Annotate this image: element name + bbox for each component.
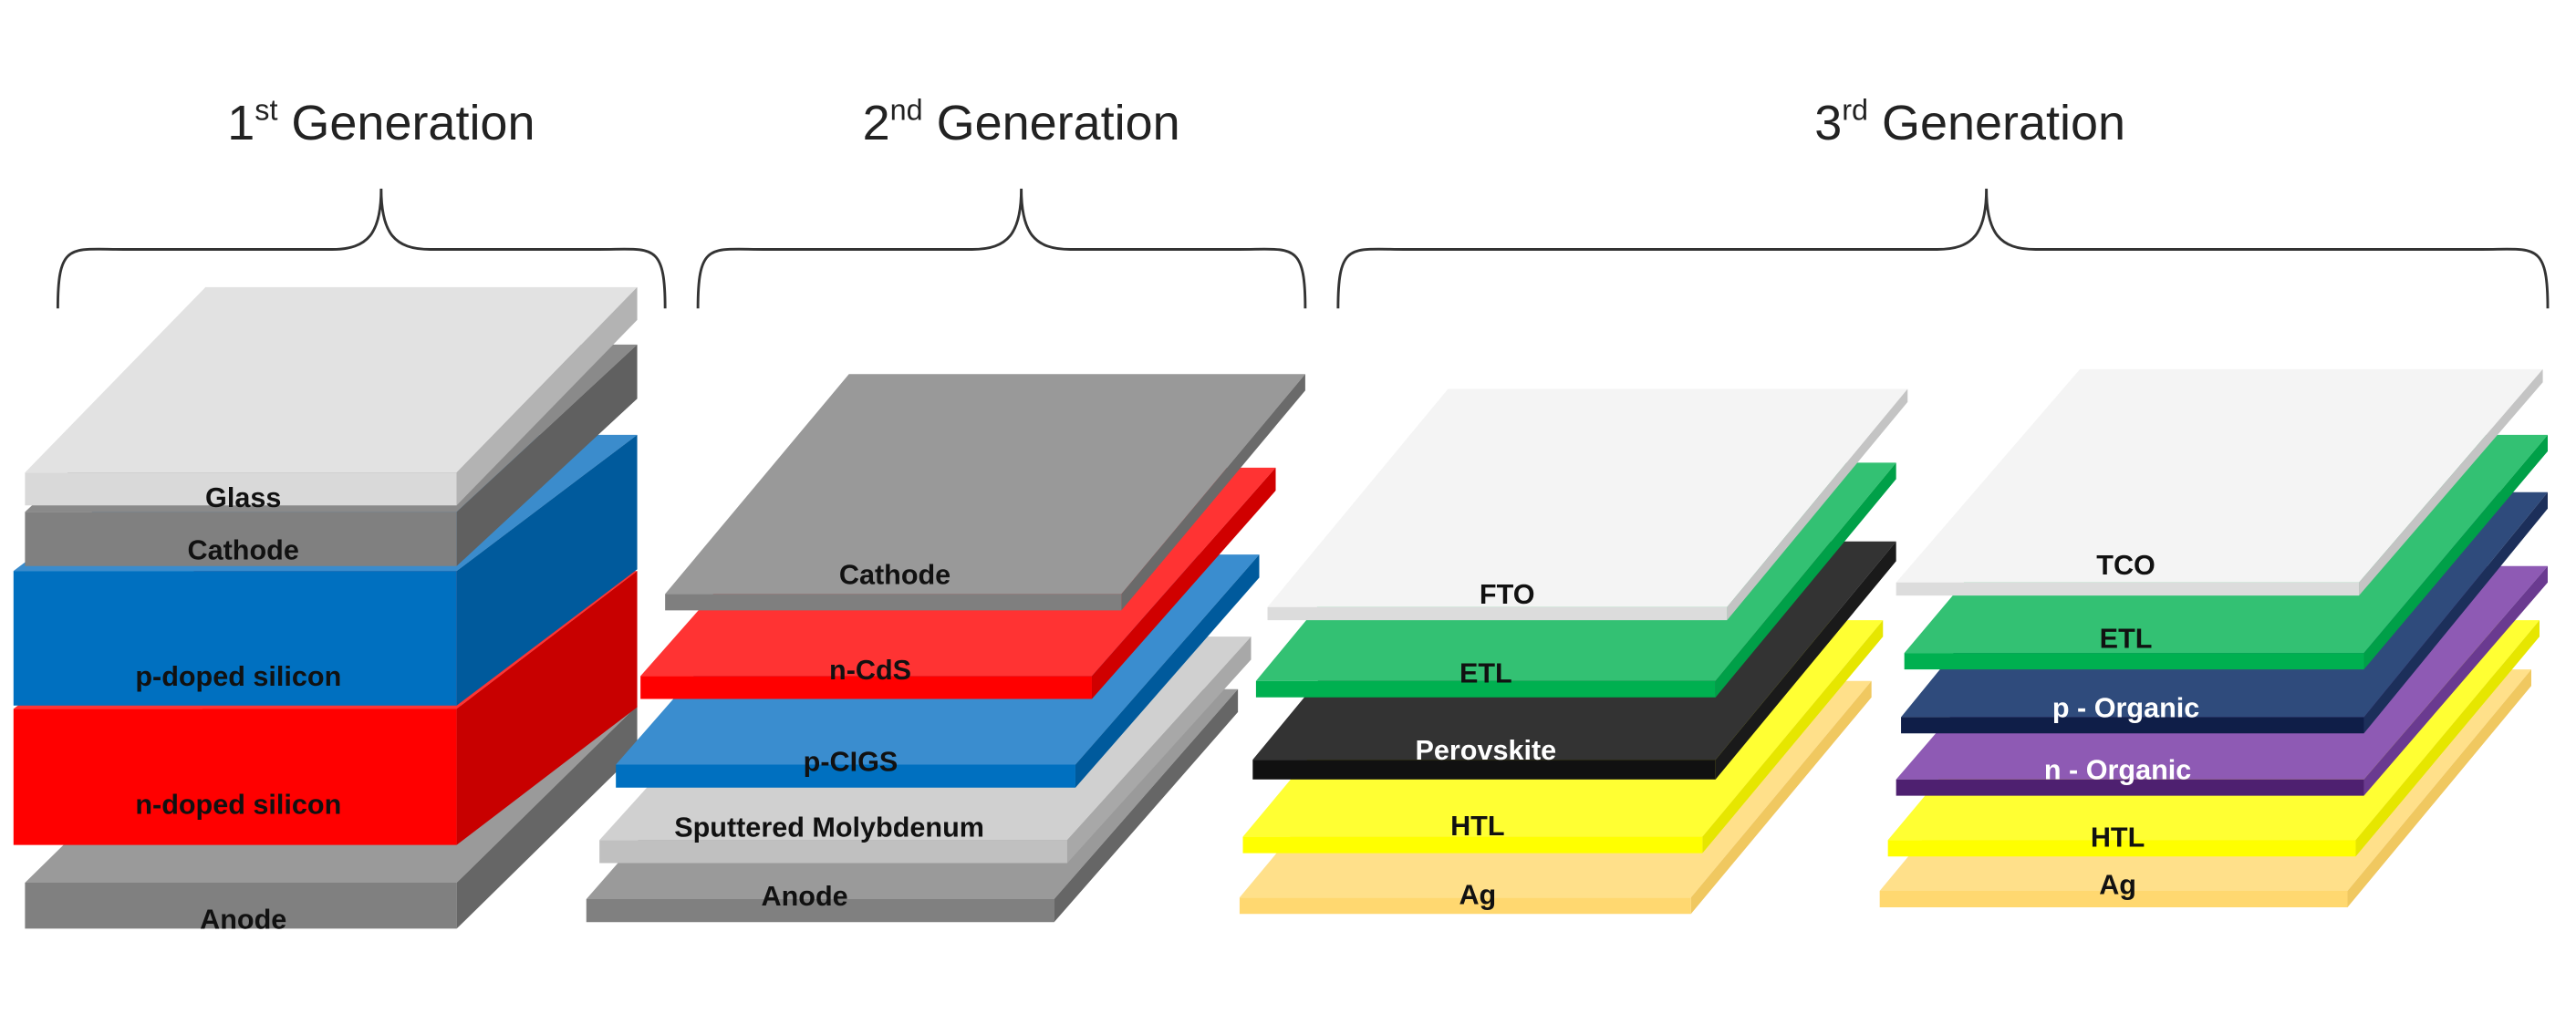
layer-front-face	[1239, 897, 1691, 915]
layer-label: ETL	[1459, 658, 1512, 689]
layer-side-face	[2363, 565, 2549, 796]
layer-label: HTL	[1450, 811, 1504, 842]
curly-brace-1	[56, 188, 667, 309]
stack-third-generation-organic: Ag HTL n - Organic p - Organic ETL TCO	[1879, 368, 2549, 908]
layer-label: p - Organic	[2052, 692, 2199, 723]
layer-top-face	[665, 374, 1305, 595]
layer-front-face	[586, 899, 1054, 923]
curly-brace-3	[1336, 188, 2550, 309]
layer-front-face	[1896, 582, 2360, 596]
layer-front-face	[13, 709, 457, 845]
layer-front-face	[665, 594, 1122, 611]
layer-front-face	[1242, 836, 1703, 854]
layer-label: Anode	[200, 904, 286, 935]
layer-side-face	[456, 705, 638, 929]
layer-side-face	[1091, 467, 1276, 699]
layer-stacks: Anode n-doped silicon p-doped silicon Catho…	[13, 286, 2549, 935]
layer-label: FTO	[1480, 579, 1535, 610]
layer-front-face	[1904, 653, 2364, 670]
layer-top-face	[25, 286, 638, 473]
layer-side-face	[1066, 636, 1252, 864]
generation-braces	[56, 188, 2550, 309]
layer-side-face	[1121, 374, 1305, 611]
layer-label: Glass	[205, 482, 281, 513]
layer-label: n-doped silicon	[135, 789, 341, 820]
generation-title-1: 1st Generation	[227, 93, 535, 150]
layer-top-face	[1896, 368, 2543, 583]
layer-side-face	[2359, 368, 2543, 596]
layer-label: ETL	[2100, 624, 2153, 655]
layer-front-face	[1901, 717, 2364, 734]
stack-third-generation-perovskite: Ag HTL Perovskite ETL FTO	[1239, 388, 1908, 915]
layer-label: n-CdS	[829, 655, 911, 686]
layer-front-face	[1255, 680, 1716, 698]
layer-cathode: Cathode	[665, 374, 1305, 611]
layer-side-face	[2363, 434, 2549, 670]
layer-side-face	[1727, 388, 1908, 621]
layer-side-face	[2363, 491, 2549, 734]
layer-front-face	[25, 883, 457, 929]
layer-side-face	[1702, 620, 1884, 854]
layer-label: TCO	[2096, 550, 2155, 581]
layer-label: HTL	[2091, 822, 2145, 853]
layer-label: Cathode	[188, 535, 299, 566]
layer-side-face	[2355, 620, 2540, 857]
layer-front-face	[640, 676, 1092, 699]
layer-side-face	[456, 571, 638, 845]
layer-label: Sputtered Molybdenum	[674, 812, 984, 843]
stack-second-generation-cigs: Anode Sputtered Molybdenum p-CIGS n-CdS Cath…	[586, 374, 1305, 923]
layer-label: n - Organic	[2044, 755, 2191, 786]
generation-title-3: 3rd Generation	[1814, 93, 2125, 150]
layer-side-face	[456, 434, 638, 706]
layer-top-face	[1267, 388, 1908, 607]
layer-side-face	[1715, 541, 1896, 780]
layer-front-face	[599, 840, 1067, 864]
layer-label: Ag	[2099, 870, 2136, 901]
layer-front-face	[1896, 779, 2364, 796]
stack-first-generation-silicon: Anode n-doped silicon p-doped silicon Catho…	[13, 286, 638, 935]
layer-label: Ag	[1459, 879, 1496, 910]
curly-brace-2	[696, 188, 1307, 309]
layer-front-face	[1267, 606, 1728, 621]
layer-side-face	[456, 344, 638, 566]
layer-front-face	[616, 764, 1075, 788]
layer-front-face	[25, 472, 457, 506]
layer-side-face	[456, 286, 638, 506]
layer-front-face	[1879, 891, 2348, 908]
layer-label: p-doped silicon	[135, 661, 341, 692]
layer-label: p-CIGS	[804, 747, 898, 778]
layer-glass: Glass	[25, 286, 638, 513]
layer-label: Anode	[762, 881, 848, 912]
layer-side-face	[2347, 669, 2532, 908]
layer-side-face	[1690, 680, 1872, 915]
layer-front-face	[1252, 760, 1716, 780]
layer-fto: FTO	[1267, 388, 1908, 621]
layer-tco: TCO	[1896, 368, 2543, 596]
layer-front-face	[25, 512, 457, 566]
layer-side-face	[1075, 554, 1260, 788]
layer-side-face	[1715, 462, 1896, 698]
generation-title-2: 2nd Generation	[863, 93, 1180, 150]
layer-front-face	[1887, 840, 2356, 857]
layer-label: Perovskite	[1415, 735, 1556, 766]
layer-front-face	[13, 571, 457, 706]
generation-titles: 1st Generation 2nd Generation 3rd Genera…	[227, 93, 2125, 150]
layer-side-face	[1054, 688, 1239, 923]
layer-label: Cathode	[839, 560, 950, 591]
